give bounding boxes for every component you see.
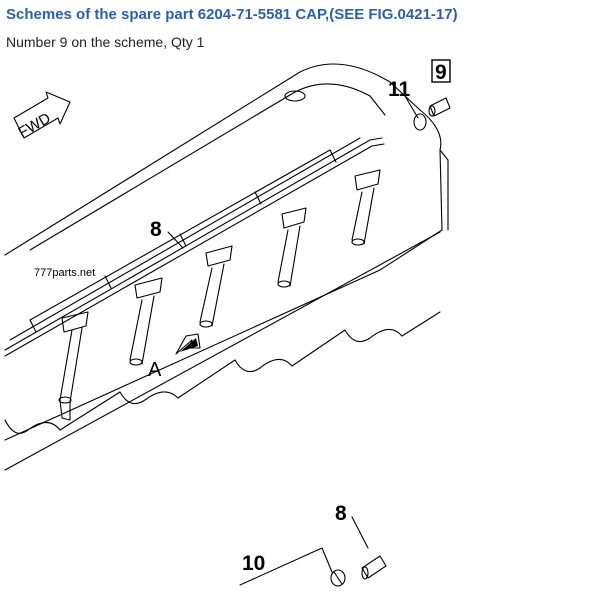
fuel-rail-shadow xyxy=(9,137,361,341)
item-11-part xyxy=(413,113,427,131)
injector-5 xyxy=(351,169,381,246)
engine-head-cap-boss xyxy=(284,90,306,102)
parts-diagram: 11 9 8 8 10 A 777parts.net FWD xyxy=(4,59,451,587)
callout-8-top-leader xyxy=(167,231,184,249)
callout-9-box xyxy=(431,59,451,83)
page-title: Schemes of the spare part 6204-71-5581 C… xyxy=(6,6,458,23)
injector-3 xyxy=(199,245,233,328)
callout-8-bottom-leader xyxy=(351,516,369,549)
view-a-arrow xyxy=(175,333,201,355)
callout-8-top-ticks xyxy=(29,149,337,333)
item-9-part xyxy=(429,97,451,117)
callout-11: 11 xyxy=(388,78,411,101)
view-a-arrow-fill xyxy=(180,338,198,352)
callout-10: 10 xyxy=(242,552,265,575)
fuel-rail-upper xyxy=(4,137,383,351)
cylinder-cutouts xyxy=(4,311,441,434)
injector-1 xyxy=(58,311,89,421)
view-letter-a: A xyxy=(148,359,162,381)
callout-8-bottom: 8 xyxy=(335,502,347,525)
injector-2 xyxy=(129,277,163,366)
callout-11-leader xyxy=(404,95,419,119)
part-position-note: Number 9 on the scheme, Qty 1 xyxy=(6,34,205,50)
callout-9: 9 xyxy=(435,61,447,84)
item-10-part xyxy=(330,569,346,587)
callout-10-bracket xyxy=(239,547,333,586)
item-8-bottom-part xyxy=(361,555,387,579)
engine-head-ridge xyxy=(29,83,386,251)
injector-4 xyxy=(277,207,307,288)
engine-head-edge xyxy=(439,149,449,231)
fwd-arrow xyxy=(13,91,71,139)
engine-head-outline xyxy=(4,63,443,441)
watermark: 777parts.net xyxy=(34,267,95,279)
callout-8-top: 8 xyxy=(150,218,162,241)
lower-block-edge xyxy=(4,231,441,471)
fuel-rail-lower xyxy=(4,143,385,357)
